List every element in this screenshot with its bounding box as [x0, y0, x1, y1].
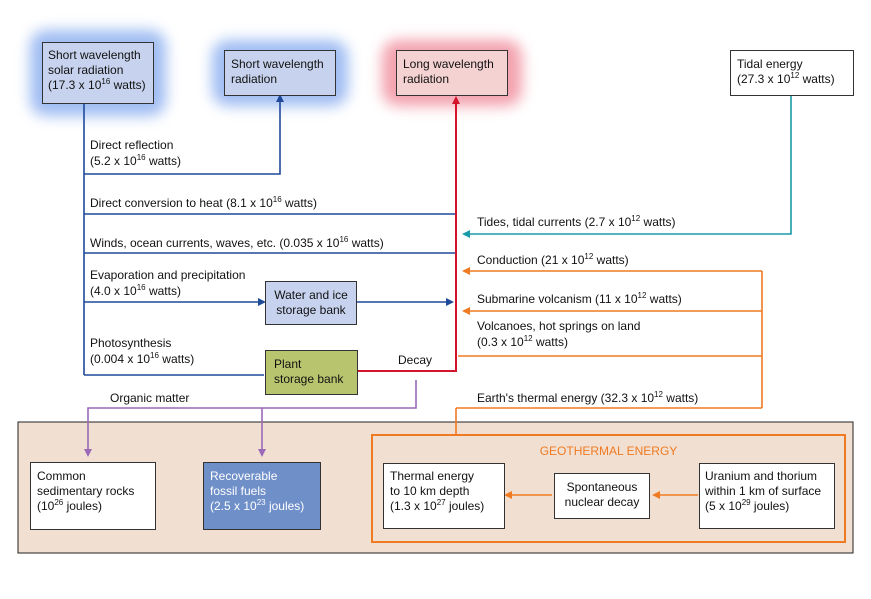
- evaporation-post: watts): [145, 284, 181, 298]
- short-line1: Short wavelength: [231, 57, 324, 71]
- organic-matter-label: Organic matter: [110, 391, 190, 405]
- winds-label: Winds, ocean currents, waves, etc. (0.03…: [90, 235, 384, 251]
- volcanoes-post: watts): [532, 335, 568, 349]
- sedimentary-line1: Common: [37, 469, 86, 483]
- winds-pre: Winds, ocean currents, waves, etc. (0.03…: [90, 236, 340, 250]
- solar-line3: (17.3 x 10: [48, 78, 102, 92]
- nuclear-line2: nuclear decay: [564, 495, 640, 509]
- thermal-exp: 27: [436, 498, 446, 507]
- decay-label: Decay: [398, 353, 433, 367]
- solar-line2: solar radiation: [48, 63, 124, 77]
- fossil-fuels-box: Recoverable fossil fuels (2.5 x 1023 jou…: [203, 462, 321, 530]
- tidal-line1: Tidal energy: [737, 57, 803, 71]
- winds-post: watts): [348, 236, 384, 250]
- long-line2: radiation: [403, 72, 450, 86]
- solar-unit: watts): [110, 78, 146, 92]
- short-line2: radiation: [231, 72, 278, 86]
- water-line1: Water and ice: [274, 288, 348, 302]
- uranium-post: joules): [750, 499, 790, 513]
- uranium-exp: 29: [741, 498, 751, 507]
- thermal-post: joules): [445, 499, 485, 513]
- fossil-pre: (2.5 x 10: [210, 499, 257, 513]
- tides-post: watts): [640, 215, 676, 229]
- submarine-label: Submarine volcanism (11 x 1012 watts): [477, 291, 682, 307]
- volcanoes-title: Volcanoes, hot springs on land: [477, 319, 641, 333]
- nuclear-decay-box: Spontaneous nuclear decay: [554, 473, 650, 519]
- earth-thermal-label: Earth's thermal energy (32.3 x 1012 watt…: [477, 390, 698, 406]
- thermal-line1: Thermal energy: [390, 469, 475, 483]
- fossil-line2: fossil fuels: [210, 484, 267, 498]
- direct-reflection-title: Direct reflection: [90, 138, 174, 152]
- thermal-line2: to 10 km depth: [390, 484, 470, 498]
- volcanoes-label: Volcanoes, hot springs on land (0.3 x 10…: [477, 318, 640, 350]
- solar-radiation-box: Short wavelength solar radiation (17.3 x…: [42, 42, 154, 104]
- evaporation-label: Evaporation and precipitation (4.0 x 101…: [90, 267, 245, 299]
- sedimentary-line2: sedimentary rocks: [37, 484, 135, 498]
- solar-exp: 16: [101, 77, 111, 86]
- uranium-pre: (5 x 10: [705, 499, 742, 513]
- sedimentary-post: joules): [63, 499, 102, 513]
- photosynthesis-pre: (0.004 x 10: [90, 352, 151, 366]
- geothermal-title: GEOTHERMAL ENERGY: [539, 444, 678, 458]
- uranium-line1: Uranium and thorium: [705, 469, 818, 483]
- evaporation-exp: 16: [136, 283, 146, 292]
- submarine-exp: 12: [637, 291, 647, 300]
- thermal-energy-box: Thermal energy to 10 km depth (1.3 x 102…: [383, 463, 505, 529]
- fossil-post: joules): [265, 499, 305, 513]
- plant-line2: storage bank: [274, 372, 344, 386]
- tidal-exp: 12: [790, 71, 800, 80]
- sedimentary-pre: (10: [37, 499, 55, 513]
- sedimentary-rocks-box: Common sedimentary rocks (1026 joules): [30, 462, 156, 530]
- conduction-exp: 12: [584, 252, 594, 261]
- submarine-post: watts): [646, 292, 682, 306]
- direct-reflection-label: Direct reflection (5.2 x 1016 watts): [90, 137, 181, 169]
- direct-conversion-post: watts): [281, 196, 318, 210]
- tidal-energy-box: Tidal energy (27.3 x 1012 watts): [730, 50, 854, 96]
- volcanoes-exp: 12: [523, 334, 533, 343]
- uranium-thorium-box: Uranium and thorium within 1 km of surfa…: [699, 463, 835, 529]
- photosynthesis-label: Photosynthesis (0.004 x 1016 watts): [90, 335, 194, 367]
- winds-exp: 16: [339, 235, 349, 244]
- tides-pre: Tides, tidal currents (2.7 x 10: [477, 215, 632, 229]
- direct-reflection-exp: 16: [136, 153, 146, 162]
- fossil-line1: Recoverable: [210, 469, 278, 483]
- nuclear-line1: Spontaneous: [566, 480, 638, 494]
- conduction-post: watts): [593, 253, 629, 267]
- geothermal-frame: [371, 434, 846, 543]
- photosynthesis-post: watts): [158, 352, 195, 366]
- tides-exp: 12: [631, 214, 641, 223]
- direct-conversion-exp: 16: [272, 195, 282, 204]
- conduction-label: Conduction (21 x 1012 watts): [477, 252, 629, 268]
- long-wavelength-box: Long wavelength radiation: [396, 50, 508, 96]
- plant-line1: Plant: [274, 357, 302, 371]
- direct-reflection-post: watts): [145, 154, 181, 168]
- short-wavelength-box: Short wavelength radiation: [224, 50, 336, 96]
- direct-reflection-pre: (5.2 x 10: [90, 154, 137, 168]
- earth-thermal-pre: Earth's thermal energy (32.3 x 10: [477, 391, 655, 405]
- tidal-unit: watts): [799, 72, 835, 86]
- fossil-exp: 23: [256, 498, 266, 507]
- direct-conversion-label: Direct conversion to heat (8.1 x 1016 wa…: [90, 195, 317, 211]
- direct-conversion-pre: Direct conversion to heat (8.1 x 10: [90, 196, 273, 210]
- conduction-pre: Conduction (21 x 10: [477, 253, 585, 267]
- water-ice-storage-box: Water and ice storage bank: [265, 281, 357, 325]
- uranium-line2: within 1 km of surface: [705, 484, 822, 498]
- thermal-pre: (1.3 x 10: [390, 499, 437, 513]
- long-line1: Long wavelength: [403, 57, 494, 71]
- submarine-pre: Submarine volcanism (11 x 10: [477, 292, 638, 306]
- earth-thermal-exp: 12: [654, 390, 663, 399]
- sedimentary-exp: 26: [54, 498, 64, 507]
- solar-line1: Short wavelength: [48, 48, 141, 62]
- photosynthesis-title: Photosynthesis: [90, 336, 172, 350]
- tidal-line2: (27.3 x 10: [737, 72, 791, 86]
- evaporation-title: Evaporation and precipitation: [90, 268, 246, 282]
- water-line2: storage bank: [276, 303, 346, 317]
- earth-thermal-post: watts): [662, 391, 699, 405]
- plant-storage-box: Plant storage bank: [265, 350, 358, 395]
- volcanoes-pre: (0.3 x 10: [477, 335, 524, 349]
- photosynthesis-exp: 16: [150, 351, 159, 360]
- tides-label: Tides, tidal currents (2.7 x 1012 watts): [477, 214, 676, 230]
- evaporation-pre: (4.0 x 10: [90, 284, 137, 298]
